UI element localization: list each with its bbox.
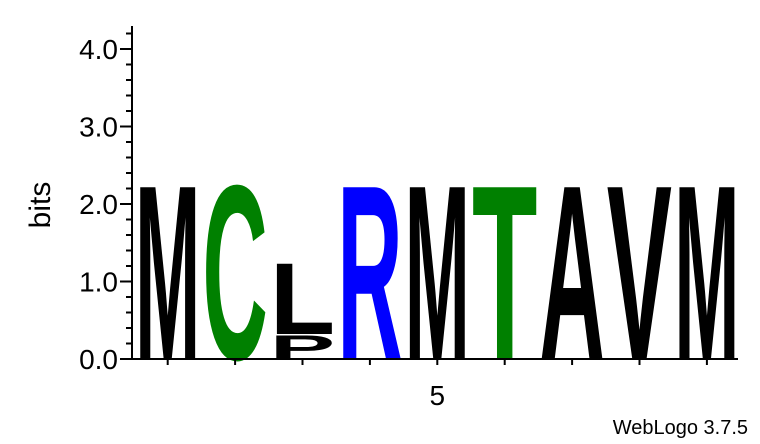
y-tick-label: 0.0 — [79, 344, 118, 375]
logo-letter-T: T — [472, 133, 537, 412]
logo-letter-R: R — [337, 133, 402, 412]
logo-letter-A: A — [539, 133, 604, 412]
logo-letter-L: L — [270, 242, 335, 356]
y-tick-label: 2.0 — [79, 189, 118, 220]
y-tick-label: 1.0 — [79, 267, 118, 298]
logo-letter-M: M — [135, 134, 200, 413]
logo-letter-M: M — [405, 134, 470, 413]
weblogo-credit: WebLogo 3.7.5 — [613, 417, 748, 439]
logo-letter-C: C — [202, 133, 267, 412]
logo-letter-V: V — [607, 134, 672, 413]
y-tick-label: 3.0 — [79, 112, 118, 143]
x-tick-label: 5 — [430, 380, 446, 411]
axes: 0.0 1.0 2.0 3.0 4.0 5 — [79, 26, 738, 411]
logo-letter-M: M — [674, 134, 739, 413]
y-tick-label: 4.0 — [79, 34, 118, 65]
y-axis-title: bits — [24, 182, 57, 229]
